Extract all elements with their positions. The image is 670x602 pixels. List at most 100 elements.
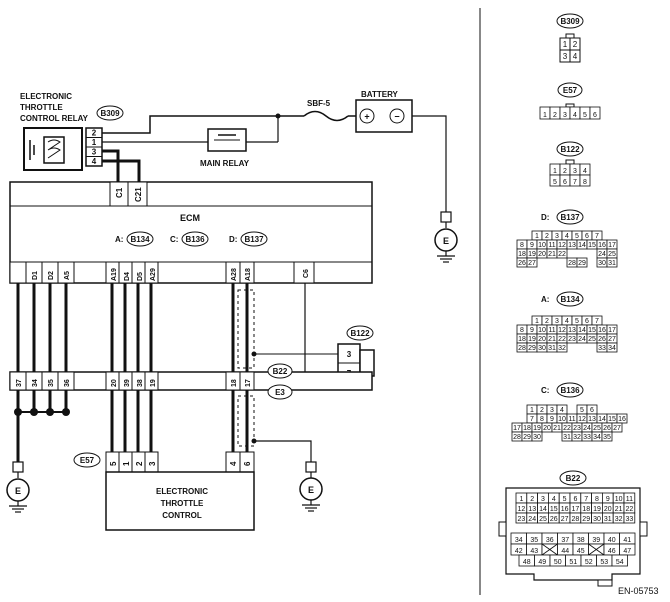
legend-pin: 30 — [593, 516, 601, 523]
legend-pin: 18 — [518, 251, 526, 258]
legend-pin-cell — [606, 257, 618, 268]
legend-pin: 5 — [575, 318, 579, 325]
legend-pin: 22 — [626, 506, 634, 513]
legend-pin-cell — [556, 342, 568, 353]
legend-pin: 8 — [540, 416, 544, 423]
legend-pin: 47 — [623, 548, 631, 555]
electronic-throttle-control: E57 5 1 2 3 4 6 ELECTRONIC THROTTLE CONT… — [73, 451, 255, 531]
main-relay-label: MAIN RELAY — [200, 159, 250, 168]
etc-pin: 1 — [122, 461, 131, 466]
legend-pin: 10 — [538, 242, 546, 249]
legend-pin: 19 — [528, 336, 536, 343]
b122-code: B122 — [350, 329, 370, 338]
legend-pin: 4 — [583, 168, 587, 175]
legend-pin: 19 — [528, 251, 536, 258]
legend-pin: 31 — [604, 516, 612, 523]
battery-plus-terminal — [359, 108, 375, 124]
legend-pin: 53 — [600, 559, 608, 566]
legend-pin: 2 — [530, 496, 534, 503]
legend-pin: 46 — [608, 548, 616, 555]
legend-pin: 19 — [533, 425, 541, 432]
ecm-pin: A19 — [111, 268, 118, 281]
legend-pin: 14 — [598, 416, 606, 423]
b22-pin: 35 — [48, 379, 55, 387]
legend-pin: 16 — [618, 416, 626, 423]
fuse-label: SBF-5 — [307, 99, 331, 108]
legend-pin: 28 — [518, 345, 526, 352]
legend-pin: 48 — [523, 559, 531, 566]
ecm-connector-code: B134 — [130, 235, 150, 244]
ecm-pin: A18 — [245, 268, 252, 281]
legend-pin: 3 — [555, 318, 559, 325]
legend-pin: 3 — [550, 407, 554, 414]
legend-b309: B309 1 2 3 4 — [556, 13, 584, 63]
legend-pin: 11 — [626, 496, 633, 503]
ecm-top-pin: C1 — [115, 187, 124, 198]
legend-pin: 43 — [530, 548, 538, 555]
etc-pin: 6 — [243, 461, 252, 466]
legend-pin: 18 — [523, 425, 531, 432]
legend-pin: 8 — [520, 242, 524, 249]
legend-pin: 31 — [548, 345, 556, 352]
shield-top — [237, 289, 255, 369]
legend-pin: 1 — [535, 318, 539, 325]
legend-pin: 3 — [573, 168, 577, 175]
legend-pin: 13 — [528, 506, 536, 513]
legend-pin: 40 — [608, 537, 616, 544]
legend-pin: 36 — [546, 537, 554, 544]
legend-pin: 22 — [558, 251, 566, 258]
legend-pin: 18 — [518, 336, 526, 343]
legend-pin: 11 — [548, 327, 555, 334]
legend-pin: 24 — [528, 516, 536, 523]
legend-b22-code: B22 — [566, 474, 581, 483]
legend-pin: 15 — [608, 416, 616, 423]
legend-pin: 29 — [582, 516, 590, 523]
ecm-connector-letter: A: — [115, 235, 123, 244]
legend-pin: 6 — [585, 318, 589, 325]
ground-label: E — [308, 485, 314, 495]
legend-pin: 6 — [585, 233, 589, 240]
legend-pin-cell — [611, 554, 628, 567]
legend-pin: 25 — [588, 336, 596, 343]
legend-pin: 28 — [513, 434, 521, 441]
legend-pin: 49 — [538, 559, 546, 566]
ecm-connector-badge — [181, 231, 209, 247]
shield-bottom — [237, 395, 255, 447]
ecm-pin: A28 — [231, 268, 238, 281]
legend-pin: 30 — [538, 345, 546, 352]
legend-e57-code: E57 — [563, 86, 578, 95]
legend-pin: 14 — [578, 242, 586, 249]
ecm-connector-code: B136 — [185, 235, 205, 244]
legend-pin: 26 — [550, 516, 558, 523]
legend-pin: 17 — [608, 327, 616, 334]
legend-pin: 4 — [565, 318, 569, 325]
legend-pin-cell — [589, 106, 601, 120]
legend-pin: 21 — [548, 336, 556, 343]
legend-pin: 26 — [518, 260, 526, 267]
etc-badge — [73, 452, 101, 468]
battery-label: BATTERY — [361, 90, 399, 99]
legend-pin: 13 — [568, 327, 576, 334]
ecm-connector-letter: C: — [170, 235, 178, 244]
legend-pin: 22 — [558, 336, 566, 343]
legend-pin: 2 — [545, 318, 549, 325]
legend-pin: 26 — [603, 425, 611, 432]
legend-pin: 6 — [590, 407, 594, 414]
legend-pin: 4 — [560, 407, 564, 414]
legend-pin: 21 — [548, 251, 556, 258]
relay-coil-winding — [47, 139, 61, 159]
legend-pin: 1 — [530, 407, 534, 414]
legend-pin: 7 — [573, 179, 577, 186]
legend-a-title: A: — [541, 295, 549, 304]
legend-pin: 16 — [598, 327, 606, 334]
legend-pin: 12 — [578, 416, 586, 423]
legend-pin: 31 — [608, 260, 616, 267]
legend-pin: 32 — [615, 516, 623, 523]
legend-pin: 13 — [568, 242, 576, 249]
legend-pin: 24 — [598, 251, 606, 258]
legend-c-code: B136 — [560, 386, 580, 395]
legend-pin: 23 — [573, 425, 581, 432]
